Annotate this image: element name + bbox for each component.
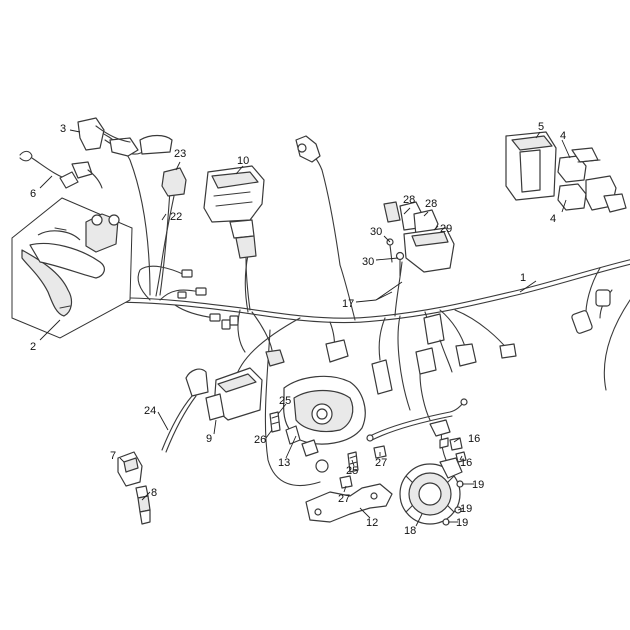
callout-3: 3 [60,123,66,135]
leader-lines [39,129,571,527]
callout-7: 7 [110,450,116,462]
callout-16-top: 16 [468,433,480,445]
spark-plug-cap-7 [117,451,143,487]
callout-26: 26 [254,434,266,446]
screws [269,411,387,489]
callout-25-bottom: 25 [346,465,358,477]
callout-9: 9 [206,433,212,445]
callout-30-bottom: 30 [362,256,374,268]
connector-near-coil [265,313,517,421]
connector-23 [155,167,187,297]
handlebar-switch-assembly [19,117,173,189]
callout-19-a: 19 [472,479,484,491]
callout-16-bottom: 16 [460,457,472,469]
callout-4-bottom: 4 [550,213,556,225]
bracket-12 [305,483,393,523]
callout-1: 1 [520,272,526,284]
relay-cluster-28-29 [383,201,455,277]
callout-22: 22 [170,211,182,223]
callout-25-top: 25 [279,395,291,407]
callout-6: 6 [30,188,36,200]
callout-30-top: 30 [370,226,382,238]
callout-12: 12 [366,517,378,529]
callout-labels: 1 2 3 4 4 5 6 7 8 9 10 12 13 16 16 17 18… [30,121,566,537]
pickup-lead [366,398,468,442]
callout-19-c: 19 [456,517,468,529]
sensor-top [295,135,321,163]
parts-16 [439,437,467,463]
stator-18 [399,419,464,526]
callout-13: 13 [278,457,290,469]
callout-28-left: 28 [403,194,415,206]
main-wiring-harness [115,259,630,391]
callout-27-bottom: 27 [338,493,350,505]
callout-4-top: 4 [560,130,566,142]
callout-10: 10 [237,155,249,167]
callout-24: 24 [144,405,156,417]
ignition-coil-9 [161,367,263,453]
callout-27-right: 27 [375,457,387,469]
relays-4 [557,147,627,213]
headlight-inset [11,197,133,339]
callout-2: 2 [30,341,36,353]
callout-23: 23 [174,148,186,160]
spark-plug-8 [135,485,151,525]
callout-18: 18 [404,525,416,537]
callout-19-b: 19 [460,503,472,515]
pickup-cover-13 [283,375,366,457]
callout-8: 8 [151,487,157,499]
callout-17: 17 [342,298,354,310]
callout-29: 29 [440,223,452,235]
ecu-unit-10 [203,165,265,311]
relay-box-5 [505,131,557,201]
callout-28-right: 28 [425,198,437,210]
callout-5: 5 [538,121,544,133]
